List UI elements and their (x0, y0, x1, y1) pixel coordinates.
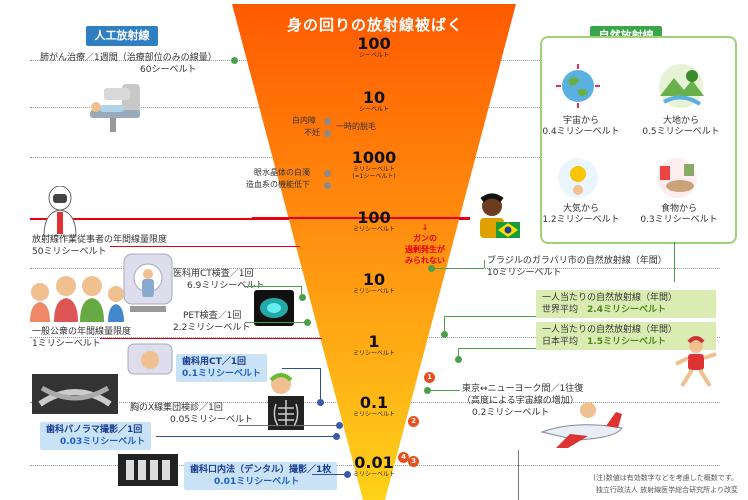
space-globe-illustration (556, 64, 600, 108)
pet-leader (245, 322, 307, 323)
world-average-box: 一人当たりの自然放射線（年間） 世界平均 2.4ミリシーベルト (536, 290, 716, 318)
air-sun-illustration (558, 158, 598, 198)
footnote-2: 独立行政法人 放射線医学総合研究所より改変 (595, 486, 738, 494)
japan-leader (458, 348, 536, 349)
badge-4: 4 (398, 452, 409, 463)
world-dot (441, 331, 448, 338)
world-leader (444, 316, 536, 317)
dental-ct-box: 歯科用CT／1回 0.1ミリシーベルト (176, 354, 267, 382)
badge-1: 1 (424, 372, 435, 383)
effect-hair-loss: 一時的脱毛 (336, 122, 376, 131)
child-illustration (269, 373, 293, 394)
pet-image-illustration (254, 290, 294, 326)
japan-average-box: 一人当たりの自然放射線（年間） 日本平均 1.5ミリシーベルト (536, 322, 716, 350)
chest-xray-illustration (268, 396, 304, 430)
chest-xray-leader (238, 425, 338, 426)
earth-landscape-illustration (659, 64, 704, 108)
radiation-worker-illustration (43, 186, 77, 236)
chest-xray-dot (336, 422, 343, 429)
effect-dot (324, 170, 331, 177)
effect-lens-opacity: 眼水晶体の白濁 (254, 168, 310, 177)
ct-exam-dot (299, 294, 306, 301)
dental-film-illustration (118, 454, 178, 486)
cancer-note: ↓ガンの過剰発生がみられない (405, 223, 445, 265)
runner-illustration (675, 336, 717, 388)
dental-ct-leader-v (320, 368, 321, 400)
dental-intraoral-leader (312, 474, 346, 475)
panorama-xray-illustration (32, 374, 118, 414)
badge-2: 2 (408, 416, 419, 427)
panorama-leader (156, 436, 336, 437)
footnote-1: (注)数値は有効数字などを考慮した概数です。 (593, 474, 738, 482)
dental-ct-leader (282, 368, 320, 369)
public-leader (100, 338, 322, 339)
chest-xray-label: 胸のX線集団検診／1回 0.05ミリシーベルト (130, 403, 254, 425)
dental-intraoral-box: 歯科口内法（デンタル）撮影／1枚 0.01ミリシーベルト (184, 462, 338, 490)
flight-dot (424, 387, 431, 394)
pet-exam-dot (304, 319, 311, 326)
food-illustration (657, 158, 697, 198)
world-leader-v (444, 316, 445, 334)
flight-label: 東京↔ニューヨーク間／1往復 （高度による宇宙線の増加） 0.2ミリシーベルト (462, 384, 584, 418)
flight-leader (430, 390, 460, 391)
public-limit-label: 一般公衆の年間線量限度 1ミリシーベルト (32, 327, 132, 349)
brazil-leader (432, 268, 484, 269)
worker-leader (110, 246, 300, 247)
flight-bracket-v (518, 450, 519, 500)
effect-cataract: 白内障 (292, 116, 316, 125)
effect-hematopoietic: 造血系の機能低下 (246, 180, 310, 189)
brazil-leader-v (484, 260, 485, 268)
pet-exam-label: PET検査／1回 2.2ミリシーベルト (173, 311, 251, 333)
dental-intraoral-dot (344, 471, 351, 478)
ct-exam-label: 医科用CT検査／1回 6.9ミリシーベルト (173, 269, 265, 291)
effect-dot (324, 182, 331, 189)
effect-dot (324, 130, 331, 137)
radiotherapy-machine-illustration (90, 84, 140, 132)
worker-limit-label: 放射線作業従事者の年間線量限度 50ミリシーベルト (32, 235, 168, 257)
artificial-radiation-tag: 人工放射線 (86, 26, 158, 46)
chart-title: 身の回りの放射線被ばく (286, 16, 463, 34)
natural-panel-leader-v (674, 242, 675, 282)
airplane-illustration (540, 402, 623, 448)
brazil-label: ブラジルのガラパリ市の自然放射線（年間） 10ミリシーベルト (487, 256, 667, 278)
ct-scanner-illustration (123, 253, 173, 312)
dental-ct-dot (317, 399, 324, 406)
cancer-therapy-dot (231, 57, 238, 64)
cancer-therapy-label: 肺がん治療／1週間（治療部位のみの線量） 60シーベルト (40, 53, 217, 75)
brazil-person-illustration (480, 193, 520, 238)
ct-leader-v (301, 286, 302, 296)
japan-dot (455, 356, 462, 363)
family-illustration (30, 276, 124, 322)
effect-dot (324, 118, 331, 125)
natural-sources-panel (540, 36, 737, 244)
panorama-dot (333, 433, 340, 440)
ct-leader (245, 286, 301, 287)
cancer-threshold-line (30, 218, 470, 220)
brazil-dot (428, 265, 435, 272)
japan-leader-v (458, 348, 459, 358)
effect-infertility: 不妊 (304, 128, 320, 137)
panorama-box: 歯科パノラマ撮影／1回 0.03ミリシーベルト (40, 422, 152, 450)
dental-ct-illustration (127, 343, 173, 375)
badge-3: 3 (408, 456, 419, 467)
